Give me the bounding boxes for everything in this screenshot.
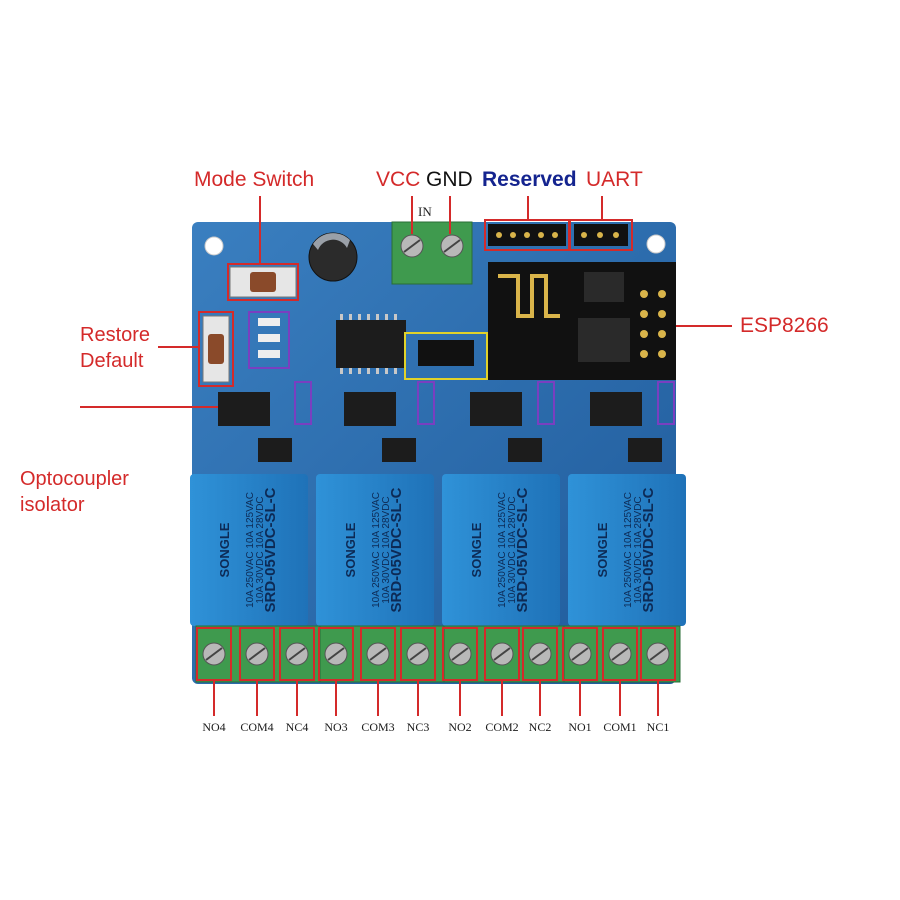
transistor-row — [258, 438, 662, 462]
esp-antenna-trace — [498, 274, 560, 318]
terminal-label-nc3: NC3 — [406, 720, 430, 734]
led-group-highlight — [248, 311, 290, 369]
restore-button-cap — [208, 334, 224, 364]
terminal-label-no3: NO3 — [324, 720, 348, 734]
relay-text: SRD-05VDC-SL-C — [388, 487, 405, 612]
capacitor-stripe — [313, 233, 350, 250]
restore-default-label-line2: Default — [80, 350, 144, 372]
terminal-label-nc2: NC2 — [528, 720, 552, 734]
mode-switch-label: Mode Switch — [194, 168, 315, 191]
ic-chip — [336, 320, 406, 368]
jumper-highlight — [404, 332, 488, 380]
gnd-label: GND — [426, 168, 473, 191]
optocoupler-3 — [344, 392, 396, 426]
restore-default-label-line1: Restore — [80, 324, 151, 346]
relay-text: 10A 30VDC 10A 28VDC — [633, 496, 644, 603]
esp-flash-chip — [584, 272, 624, 302]
led-d6 — [258, 350, 280, 358]
mode-switch-highlight — [227, 263, 299, 301]
relay-4 — [190, 474, 308, 626]
relay-label-3: SONGLE SRD-05VDC-SL-C 10A 250VAC 10A 125VA… — [343, 487, 405, 612]
relay-text: SONGLE — [469, 522, 484, 577]
relay-1 — [568, 474, 686, 626]
relay-text: SRD-05VDC-SL-C — [514, 487, 531, 612]
led-d5 — [258, 334, 280, 342]
relay-text: SONGLE — [595, 522, 610, 577]
esp8266-label: ESP8266 — [740, 314, 829, 337]
relay-row — [190, 474, 686, 626]
relay-text: 10A 250VAC 10A 125VAC — [245, 492, 256, 608]
relay-2 — [442, 474, 560, 626]
relay-text: 10A 250VAC 10A 125VAC — [623, 492, 634, 608]
mode-switch-cap — [250, 272, 276, 292]
terminal-label-no4: NO4 — [202, 720, 226, 734]
esp-main-chip — [578, 318, 630, 362]
optocoupler-1 — [590, 392, 642, 426]
terminal-label-no2: NO2 — [448, 720, 472, 734]
terminal-label-com2: COM2 — [485, 720, 519, 734]
relay-label-1: SONGLE SRD-05VDC-SL-C 10A 250VAC 10A 125VA… — [595, 487, 657, 612]
terminal-label-nc4: NC4 — [285, 720, 309, 734]
annotation-lines — [80, 196, 732, 408]
relay-text: SONGLE — [217, 522, 232, 577]
in-silkscreen-label: IN — [418, 204, 432, 219]
relay-3 — [316, 474, 434, 626]
relay-label-4: SONGLE SRD-05VDC-SL-C 10A 250VAC 10A 125VA… — [217, 487, 279, 612]
vcc-label: VCC — [376, 168, 421, 191]
relay-text: 10A 30VDC 10A 28VDC — [507, 496, 518, 603]
relay-text: 10A 30VDC 10A 28VDC — [381, 496, 392, 603]
relay-text: 10A 30VDC 10A 28VDC — [255, 496, 266, 603]
optocoupler-row — [218, 381, 675, 426]
restore-highlight — [198, 311, 234, 387]
terminal-label-com3: COM3 — [361, 720, 395, 734]
relay-text: SONGLE — [343, 522, 358, 577]
relay-text: SRD-05VDC-SL-C — [640, 487, 657, 612]
mode-jumper — [418, 340, 474, 366]
terminal-label-no1: NO1 — [568, 720, 592, 734]
relay-text: 10A 250VAC 10A 125VAC — [497, 492, 508, 608]
mount-hole-tl — [204, 236, 224, 256]
mount-hole-tr — [646, 234, 666, 254]
relay-text: SRD-05VDC-SL-C — [262, 487, 279, 612]
optocoupler-label-line2: isolator — [20, 494, 85, 516]
terminal-label-com4: COM4 — [240, 720, 274, 734]
esp-pin-header — [640, 290, 666, 358]
ic-pins — [340, 314, 397, 374]
optocoupler-label-line1: Optocoupler — [20, 468, 129, 490]
optocoupler-2 — [470, 392, 522, 426]
relay-label-2: SONGLE SRD-05VDC-SL-C 10A 250VAC 10A 125VA… — [469, 487, 531, 612]
relay-text: 10A 250VAC 10A 125VAC — [371, 492, 382, 608]
terminal-strip — [195, 625, 681, 683]
terminal-label-nc1: NC1 — [646, 720, 670, 734]
optocoupler-4 — [218, 392, 270, 426]
uart-label: UART — [586, 168, 643, 191]
led-d7 — [258, 318, 280, 326]
terminal-label-com1: COM1 — [603, 720, 637, 734]
reserved-label: Reserved — [482, 168, 577, 191]
